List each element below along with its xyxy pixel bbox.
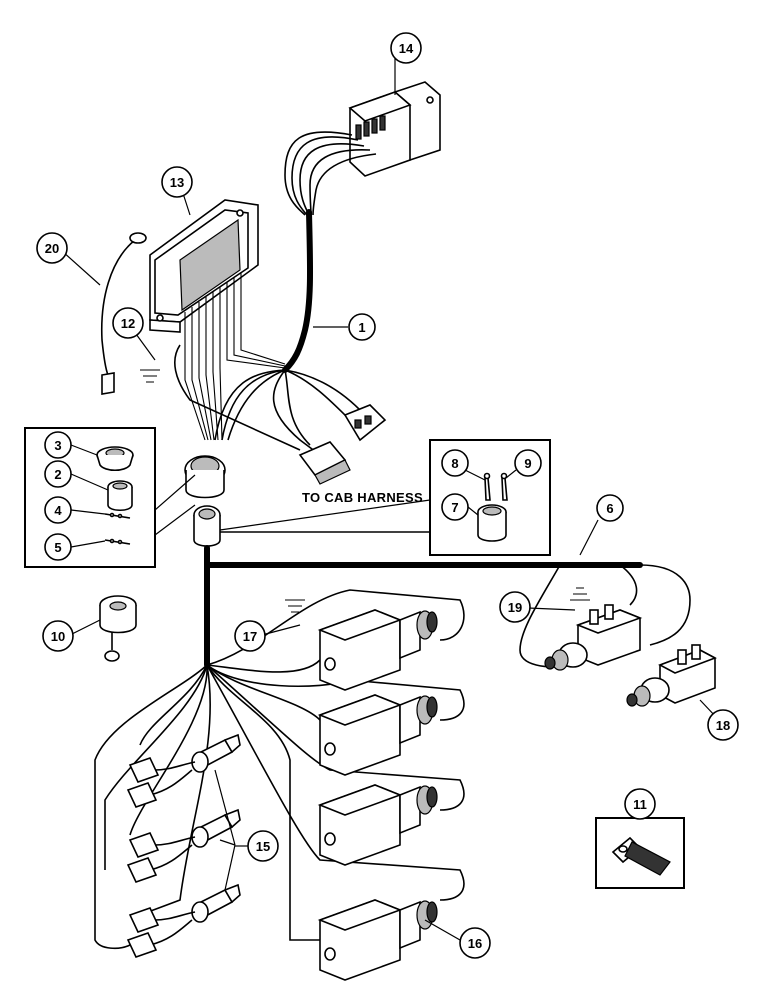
svg-text:7: 7 [451,500,458,515]
valve-solenoid-17 [317,609,438,691]
valve-solenoid-a [317,694,438,776]
callout-5: 5 [44,533,72,561]
svg-text:17: 17 [243,629,257,644]
valve-solenoid-b [317,784,438,866]
connector-cab-harness [298,441,351,485]
callout-19: 19 [499,591,531,623]
svg-text:13: 13 [170,175,184,190]
main-cable-1 [282,209,314,373]
svg-text:19: 19 [508,600,522,615]
to-cab-harness-label: TO CAB HARNESS [302,490,423,505]
solenoid-18 [626,644,717,707]
svg-text:11: 11 [633,797,647,812]
svg-text:14: 14 [399,41,414,56]
callout-14: 14 [390,32,422,64]
svg-text:1: 1 [358,320,365,335]
pressure-switch-b [126,808,241,883]
svg-text:12: 12 [121,316,135,331]
callout-3: 3 [44,431,72,459]
svg-text:5: 5 [54,540,61,555]
terminal-11 [611,836,671,876]
ground-strap-20 [100,232,147,395]
callout-8: 8 [441,449,469,477]
svg-text:6: 6 [606,501,613,516]
round-connector [184,455,226,499]
callout-12: 12 [112,307,144,339]
svg-text:10: 10 [51,629,65,644]
callout-18: 18 [707,709,739,741]
harness-fanout [174,344,361,456]
terminal-8 [483,472,491,501]
svg-text:9: 9 [524,456,531,471]
socket-7 [477,504,507,542]
mating-connector [193,505,221,547]
svg-text:3: 3 [54,438,61,453]
pin-4 [104,512,131,519]
relay-bracket-14 [348,81,441,177]
terminal-9 [500,472,508,501]
callout-4: 4 [44,496,72,524]
callout-17: 17 [234,620,266,652]
valve-solenoid-16 [317,899,438,981]
callout-16: 16 [459,927,491,959]
svg-text:4: 4 [54,503,62,518]
harness-wires-14 [284,131,377,216]
svg-text:15: 15 [256,839,270,854]
svg-text:8: 8 [451,456,458,471]
callout-7: 7 [441,493,469,521]
callout-13: 13 [161,166,193,198]
connector-right [343,404,387,442]
inset-frame-left [24,427,156,568]
pressure-switch-c [126,883,241,958]
callout-6: 6 [596,494,624,522]
solenoid-19 [544,604,643,671]
module-pin-wires-13 [184,272,286,441]
svg-text:18: 18 [716,718,730,733]
plug-2 [107,480,133,512]
callout-2: 2 [44,460,72,488]
callout-1: 1 [348,313,376,341]
control-module-13 [149,199,259,333]
callout-20: 20 [36,232,68,264]
grommet-3 [96,446,134,472]
pressure-switch-a [126,733,241,808]
pin-5 [104,538,131,545]
callout-10: 10 [42,620,74,652]
callout-15: 15 [247,830,279,862]
callout-11: 11 [624,788,656,820]
svg-text:16: 16 [468,936,482,951]
inset-frame-right [429,439,551,556]
terminal-ring-10 [99,595,137,662]
svg-text:20: 20 [45,241,59,256]
svg-text:2: 2 [54,467,61,482]
callout-9: 9 [514,449,542,477]
